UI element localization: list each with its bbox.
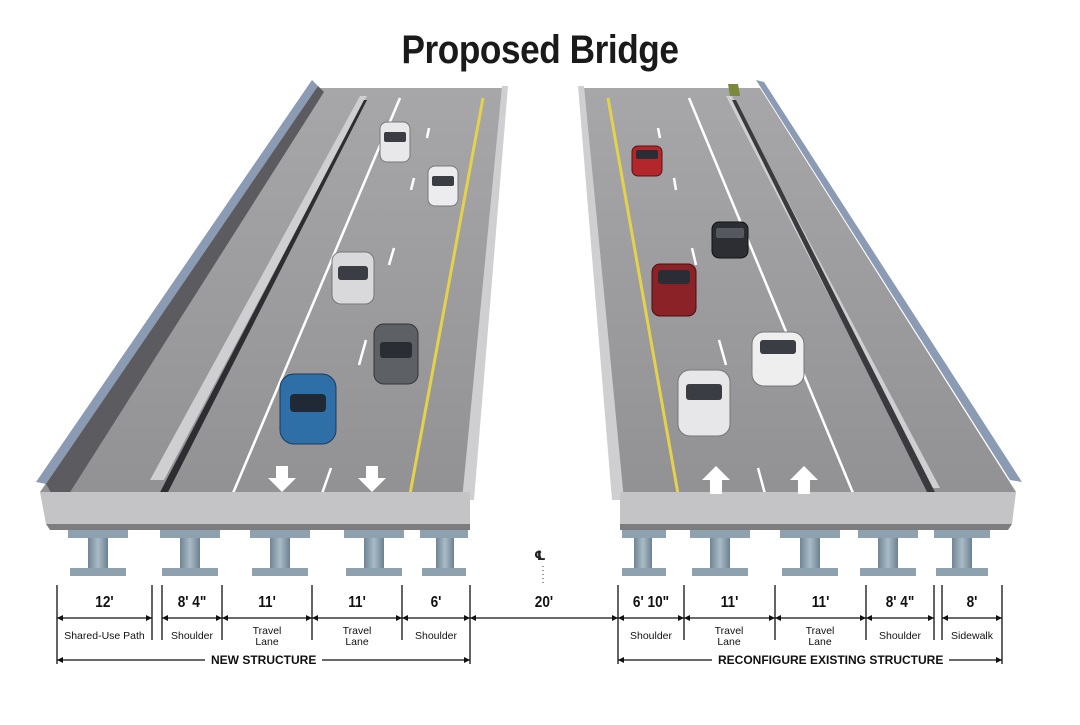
dim-label-shoulder-right: Shoulder bbox=[878, 630, 922, 642]
girder bbox=[250, 530, 310, 576]
dim-label-shoulder-left: Shoulder bbox=[170, 630, 214, 642]
arrow-up-icon bbox=[790, 466, 818, 494]
right-center-yellow-line bbox=[606, 97, 682, 506]
arrow-down-icon bbox=[268, 466, 296, 492]
girder bbox=[858, 530, 918, 576]
girder bbox=[780, 530, 840, 576]
dim-value-travel-lane-4: 11' bbox=[811, 594, 830, 611]
car bbox=[677, 369, 731, 437]
dim-value-shoulder-right: 8' 4" bbox=[885, 594, 915, 611]
arrow-up-icon bbox=[702, 466, 730, 494]
car bbox=[711, 221, 749, 259]
girder bbox=[68, 530, 128, 576]
dim-label-sidewalk: Sidewalk bbox=[950, 630, 994, 642]
dim-label-shoulder-inner-left: Shoulder bbox=[414, 630, 458, 642]
page-title: Proposed Bridge bbox=[401, 28, 679, 72]
new-structure-deck bbox=[36, 80, 508, 530]
left-center-yellow-line bbox=[406, 97, 485, 506]
right-inner-barrier bbox=[578, 86, 624, 500]
right-deck-slab-edge bbox=[620, 492, 1016, 524]
girder bbox=[690, 530, 750, 576]
dim-label-shoulder-inner-right: Shoulder bbox=[629, 630, 673, 642]
dim-value-travel-lane-3: 11' bbox=[720, 594, 739, 611]
dimension-lines bbox=[56, 585, 1003, 664]
girder bbox=[160, 530, 220, 576]
car bbox=[751, 331, 805, 387]
car bbox=[651, 263, 697, 317]
dimension-arrowheads bbox=[57, 615, 1002, 663]
left-deck-slab-bottom bbox=[46, 524, 470, 530]
centerline-symbol: ℄ bbox=[534, 549, 546, 564]
left-outer-barrier bbox=[46, 86, 324, 508]
direction-arrows bbox=[268, 466, 818, 494]
left-edge-line bbox=[226, 97, 402, 506]
car bbox=[427, 165, 459, 207]
dim-label-shared-use-path: Shared-Use Path bbox=[64, 630, 145, 642]
left-median-barrier-shadow bbox=[156, 100, 367, 500]
dim-value-median: 20' bbox=[534, 594, 554, 611]
right-outer-railing bbox=[756, 80, 1022, 482]
dim-value-shoulder-inner-right: 6' 10" bbox=[632, 594, 670, 611]
dim-value-sidewalk: 8' bbox=[966, 594, 978, 611]
car bbox=[373, 323, 419, 385]
left-deck-surface bbox=[40, 88, 505, 492]
dim-label-travel-lane-4: Travel Lane bbox=[805, 625, 835, 648]
car bbox=[379, 121, 411, 163]
dim-value-travel-lane-1: 11' bbox=[258, 594, 276, 611]
bridge-girders bbox=[68, 530, 990, 576]
right-green-patch bbox=[728, 84, 740, 96]
car bbox=[331, 251, 375, 305]
right-sidewalk-barrier-shadow bbox=[732, 100, 942, 506]
existing-structure-label: RECONFIGURE EXISTING STRUCTURE bbox=[712, 653, 950, 667]
dim-value-shoulder-left: 8' 4" bbox=[177, 594, 207, 611]
vehicles bbox=[279, 121, 805, 445]
right-deck-slab-bottom bbox=[620, 524, 1012, 530]
right-dashed-lane-line bbox=[656, 127, 770, 506]
dim-value-travel-lane-2: 11' bbox=[348, 594, 366, 611]
girder bbox=[344, 530, 404, 576]
dim-value-shared-use-path: 12' bbox=[95, 594, 114, 611]
right-edge-line bbox=[687, 97, 860, 506]
dim-label-travel-lane-2: Travel Lane bbox=[342, 625, 372, 648]
girder bbox=[622, 530, 666, 576]
car bbox=[631, 145, 663, 177]
dim-value-shoulder-inner-left: 6' bbox=[430, 594, 442, 611]
dim-label-travel-lane-3: Travel Lane bbox=[714, 625, 744, 648]
left-median-barrier bbox=[150, 96, 367, 480]
left-outer-railing bbox=[36, 80, 318, 484]
arrow-down-icon bbox=[358, 466, 386, 492]
girder bbox=[934, 530, 990, 576]
dim-label-travel-lane-1: Travel Lane bbox=[252, 625, 282, 648]
left-inner-barrier bbox=[462, 86, 508, 500]
girder bbox=[420, 530, 468, 576]
left-deck-slab-edge bbox=[40, 492, 470, 524]
new-structure-label: NEW STRUCTURE bbox=[205, 653, 323, 667]
car bbox=[279, 373, 337, 445]
